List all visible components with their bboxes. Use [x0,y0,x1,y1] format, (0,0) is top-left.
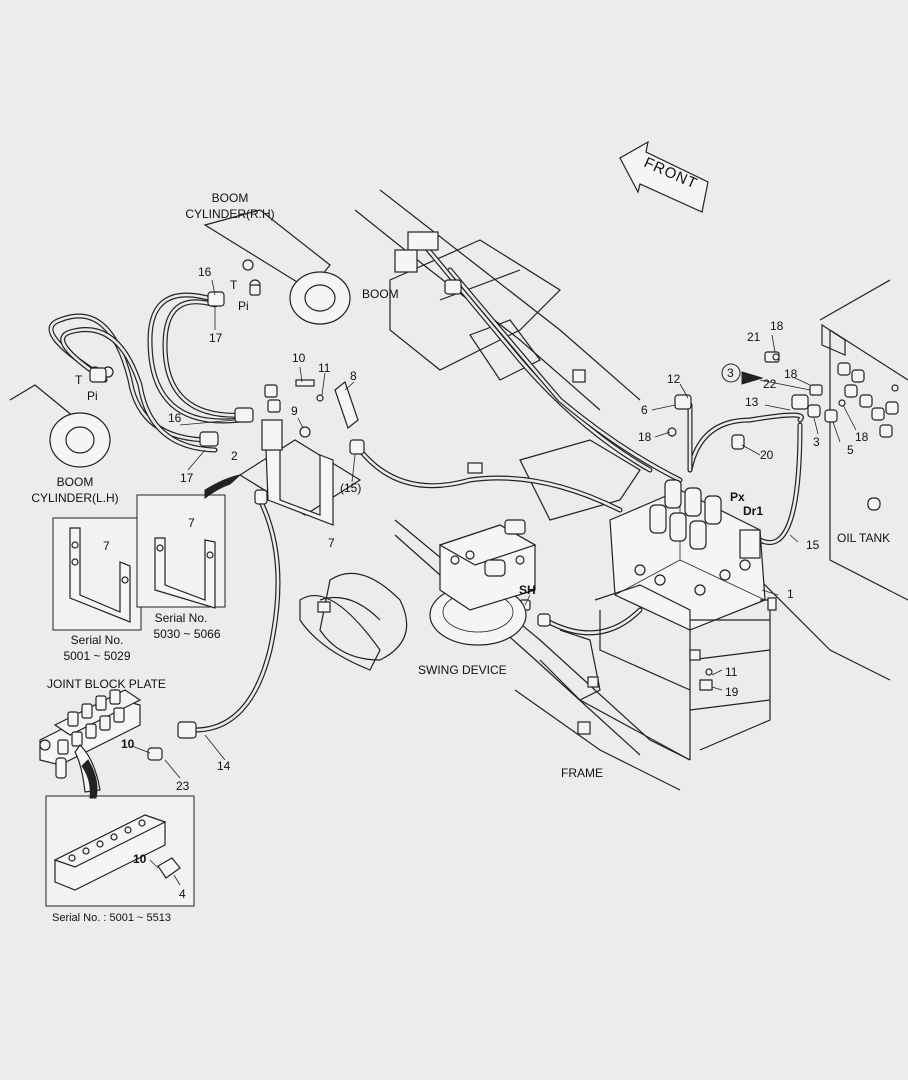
callout-20: 20 [760,448,774,462]
control-valve [609,479,766,631]
port-pi-lh: Pi [87,389,98,403]
serial-b-label-2: 5030 ~ 5066 [153,627,220,641]
boom-cylinder-rh-label-2: CYLINDER(R.H) [185,207,274,221]
callout-14: 14 [217,759,231,773]
boom-cylinder-rh [203,209,351,325]
port-dr1: Dr1 [743,504,763,518]
inset-bracket-b [136,494,226,609]
callout-3: 3 [813,435,820,449]
callout-5: 5 [847,443,854,457]
port-t-rh: T [230,278,238,292]
callout-1: 1 [787,587,794,601]
callout-6: 6 [641,403,648,417]
boom-cylinder-lh-label-1: BOOM [57,475,94,489]
callout-10-bolt: 10 [292,351,306,365]
callout-15: 15 [806,538,820,552]
callout-18-right: 18 [855,430,869,444]
callout-16-lh: 16 [168,411,182,425]
valve-stand [594,584,777,760]
callout-18-valve: 18 [638,430,652,444]
callout-numbers: 16 17 16 17 10 11 8 9 2 (15) 7 7 7 12 6 … [103,265,869,901]
inset-bracket-a [52,517,142,631]
callout-16-rh: 16 [198,265,212,279]
callout-12: 12 [667,372,681,386]
serial-b-label-1: Serial No. [155,611,208,625]
serial-a-label-1: Serial No. [71,633,124,647]
callout-10-joint: 10 [121,737,135,751]
callout-11-stand: 11 [725,665,738,679]
joint-block-plate [39,689,142,793]
inset-pointer-a [204,474,242,500]
callout-7-main: 7 [328,536,335,550]
callout-17-lh: 17 [180,471,194,485]
port-px: Px [730,490,745,504]
swing-device [429,519,537,646]
callout-3-ref: 3 [727,366,734,380]
joint-block-plate-label: JOINT BLOCK PLATE [47,677,166,691]
boom-label: BOOM [362,287,399,301]
boom-cylinder-lh-label-2: CYLINDER(L.H) [31,491,118,505]
port-pi-rh: Pi [238,299,249,313]
leader-lines [131,279,857,886]
callout-21: 21 [747,330,761,344]
port-t-lh: T [75,373,83,387]
diagram-labels: BOOM CYLINDER(R.H) BOOM BOOM CYLINDER(L.… [31,191,890,924]
callout-17-rh: 17 [209,331,223,345]
serial-a-label-2: 5001 ~ 5029 [63,649,130,663]
callout-18-top: 18 [770,319,784,333]
callout-7-serial-a: 7 [103,539,110,553]
callout-19: 19 [725,685,739,699]
port-sh: SH [519,583,536,597]
callout-23: 23 [176,779,190,793]
callout-13: 13 [745,395,759,409]
callout-18-mid: 18 [784,367,798,381]
inset-joint-block [45,795,195,907]
callout-9: 9 [291,404,298,418]
callout-2: 2 [231,449,238,463]
ref-circle [721,363,741,383]
callout-15-ref: (15) [340,481,361,495]
oil-tank [821,323,899,511]
frame-structure [299,189,908,791]
swing-device-label: SWING DEVICE [418,663,507,677]
bracket-assembly [238,419,362,526]
hoses [48,237,804,733]
inset-pointer-b [81,759,98,799]
serial-c-label: Serial No. : 5001 ~ 5513 [52,912,171,924]
callout-10-inset: 10 [133,852,147,866]
callout-4: 4 [179,887,186,901]
callout-11-washer: 11 [318,361,331,375]
callout-7-serial-b: 7 [188,516,195,530]
front-arrow: FRONT [619,140,709,213]
oil-tank-label: OIL TANK [837,531,890,545]
frame-label: FRAME [561,766,603,780]
ref-arrow [741,371,764,385]
callout-8: 8 [350,369,357,383]
boom-cylinder-rh-label-1: BOOM [212,191,249,205]
callout-22: 22 [763,377,777,391]
